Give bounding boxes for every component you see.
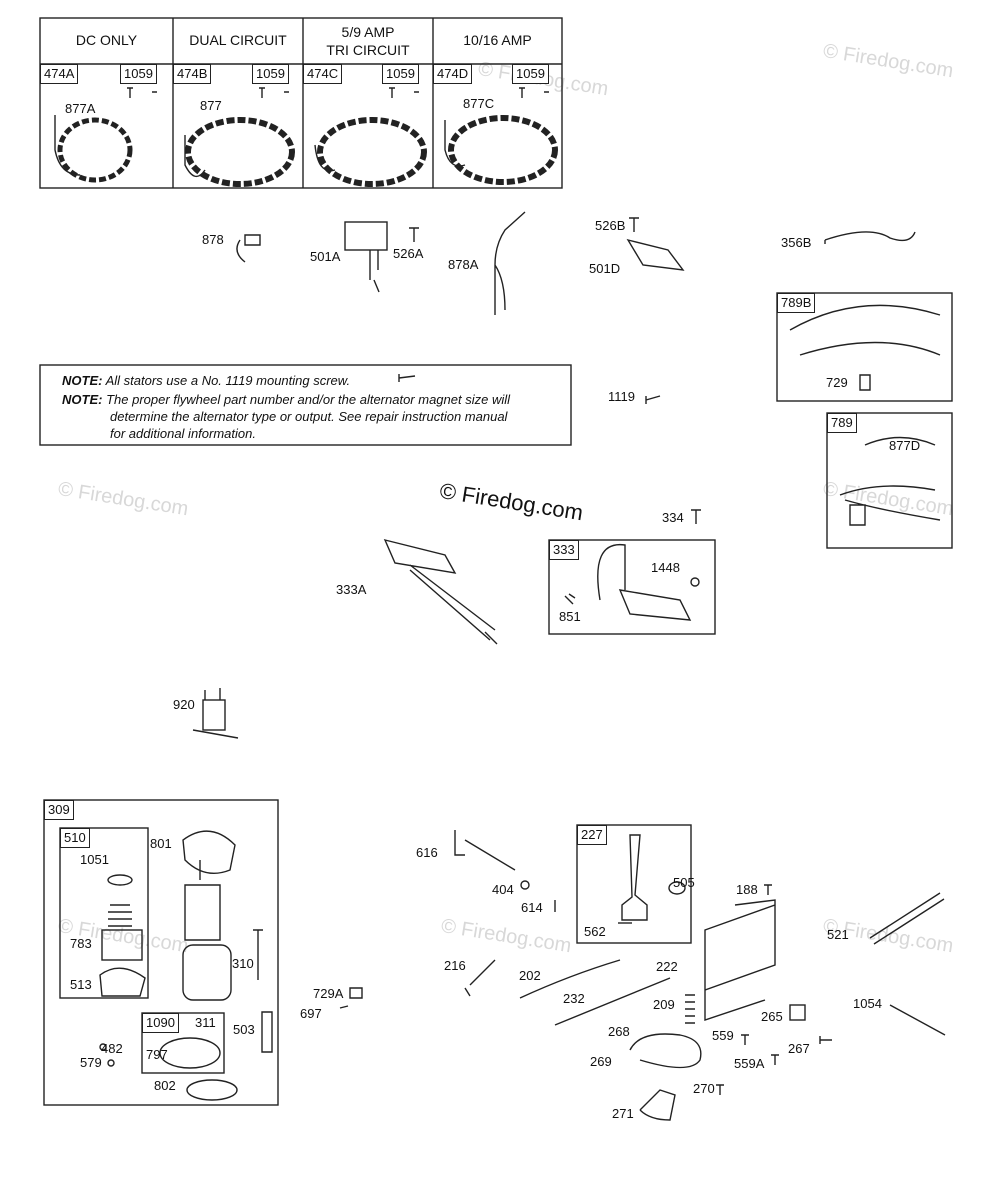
label-310: 310 xyxy=(232,956,254,971)
header-5-9-amp: 5/9 AMP xyxy=(341,24,395,40)
note-label: NOTE: xyxy=(62,392,103,407)
label-267: 267 xyxy=(788,1041,810,1056)
label-269: 269 xyxy=(590,1054,612,1069)
label-311: 311 xyxy=(195,1015,216,1030)
tag-474B: 474B xyxy=(173,64,212,84)
note-label: NOTE: xyxy=(62,373,103,388)
label-877D: 877D xyxy=(889,438,921,453)
label-222: 222 xyxy=(656,959,678,974)
label-801: 801 xyxy=(150,836,172,851)
label-851: 851 xyxy=(559,609,581,624)
tag-1059: 1059 xyxy=(120,64,157,84)
label-501A: 501A xyxy=(310,249,341,264)
tag-510: 510 xyxy=(60,828,90,848)
tag-474D: 474D xyxy=(433,64,473,84)
label-513: 513 xyxy=(70,977,92,992)
label-232: 232 xyxy=(563,991,585,1006)
label-501D: 501D xyxy=(589,261,621,276)
tag-1059: 1059 xyxy=(382,64,419,84)
label-265: 265 xyxy=(761,1009,783,1024)
label-334: 334 xyxy=(662,510,684,525)
label-920: 920 xyxy=(173,697,195,712)
label-404: 404 xyxy=(492,882,514,897)
label-579: 579 xyxy=(80,1055,102,1070)
label-188: 188 xyxy=(736,882,758,897)
tag-333: 333 xyxy=(549,540,579,560)
label-614: 614 xyxy=(521,900,543,915)
label-559A: 559A xyxy=(734,1056,765,1071)
label-1051: 1051 xyxy=(80,852,109,867)
tag-1059: 1059 xyxy=(512,64,549,84)
label-526B: 526B xyxy=(595,218,626,233)
label-209: 209 xyxy=(653,997,675,1012)
note-2-line-2: determine the alternator type or output.… xyxy=(110,409,508,424)
label-729A: 729A xyxy=(313,986,344,1001)
label-878: 878 xyxy=(202,232,224,247)
label-616: 616 xyxy=(416,845,438,860)
label-802: 802 xyxy=(154,1078,176,1093)
label-1054: 1054 xyxy=(853,996,882,1011)
label-482: 482 xyxy=(101,1041,123,1056)
label-1448: 1448 xyxy=(651,560,680,575)
header-dual-circuit: DUAL CIRCUIT xyxy=(189,32,287,48)
label-797: 797 xyxy=(146,1047,168,1062)
tag-227: 227 xyxy=(577,825,607,845)
note-1: NOTE: All stators use a No. 1119 mountin… xyxy=(62,372,350,389)
label-521: 521 xyxy=(827,927,849,942)
label-270: 270 xyxy=(693,1081,715,1096)
note-2: NOTE: The proper flywheel part number an… xyxy=(62,391,510,408)
label-877A: 877A xyxy=(65,101,96,116)
label-729: 729 xyxy=(826,375,848,390)
tag-309: 309 xyxy=(44,800,74,820)
label-877C: 877C xyxy=(463,96,495,111)
label-202: 202 xyxy=(519,968,541,983)
tag-789B: 789B xyxy=(777,293,816,313)
label-271: 271 xyxy=(612,1106,634,1121)
label-505: 505 xyxy=(673,875,695,890)
label-333A: 333A xyxy=(336,582,367,597)
note-text: The proper flywheel part number and/or t… xyxy=(106,392,511,407)
tag-789: 789 xyxy=(827,413,857,433)
header-dc-only: DC ONLY xyxy=(75,32,138,48)
tag-474A: 474A xyxy=(40,64,79,84)
label-526A: 526A xyxy=(393,246,424,261)
label-783: 783 xyxy=(70,936,92,951)
tag-1090: 1090 xyxy=(142,1013,179,1033)
header-10-16-amp: 10/16 AMP xyxy=(463,32,532,48)
label-1119: 1119 xyxy=(608,389,635,404)
label-877: 877 xyxy=(200,98,222,113)
label-503: 503 xyxy=(233,1022,255,1037)
tag-1059: 1059 xyxy=(252,64,289,84)
note-text: All stators use a No. 1119 mounting scre… xyxy=(105,373,351,388)
tag-474C: 474C xyxy=(303,64,343,84)
label-216: 216 xyxy=(444,958,466,973)
label-697: 697 xyxy=(300,1006,322,1021)
label-878A: 878A xyxy=(448,257,479,272)
label-356B: 356B xyxy=(781,235,812,250)
note-2-line-3: for additional information. xyxy=(110,426,256,441)
label-562: 562 xyxy=(584,924,606,939)
header-tri-circuit: TRI CIRCUIT xyxy=(326,42,410,58)
label-268: 268 xyxy=(608,1024,630,1039)
label-559: 559 xyxy=(712,1028,734,1043)
